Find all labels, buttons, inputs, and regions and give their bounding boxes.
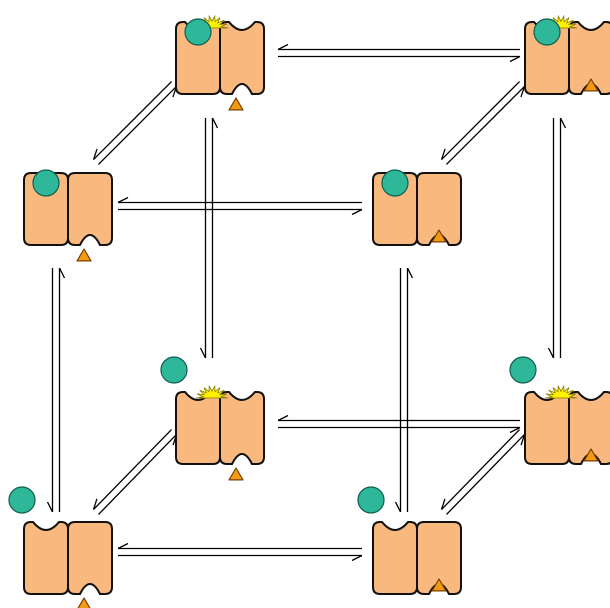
- small-ligand-icon: [76, 248, 92, 262]
- receptor-subunit-left: [23, 521, 69, 595]
- receptor-subunit-right: [219, 391, 265, 465]
- receptor-states: [8, 14, 610, 608]
- equilibrium-arrow: [394, 267, 414, 513]
- small-ligand-icon: [77, 597, 91, 608]
- equilibrium-arrow: [440, 81, 526, 165]
- receptor-subunit-right: [568, 391, 610, 465]
- equilibrium-arrow: [277, 43, 521, 63]
- receptor-subunit-left: [372, 521, 418, 595]
- equilibrium-arrow: [46, 267, 66, 513]
- ligand-circle-icon: [533, 18, 561, 46]
- receptor-state: [357, 486, 462, 595]
- small-ligand-icon: [583, 78, 599, 92]
- small-ligand-icon: [431, 229, 447, 243]
- activation-burst-icon: [544, 384, 578, 399]
- ligand-circle-icon: [381, 169, 409, 197]
- small-ligand-icon: [228, 467, 244, 481]
- receptor-state: [509, 356, 610, 465]
- small-ligand-icon: [431, 578, 447, 592]
- small-ligand-icon: [583, 448, 599, 462]
- receptor-subunit-left: [524, 391, 570, 465]
- receptor-subunit-right: [219, 21, 265, 95]
- ligand-circle-icon: [32, 169, 60, 197]
- ligand-circle-icon: [509, 356, 537, 384]
- receptor-subunit-right: [67, 172, 113, 246]
- receptor-state: [8, 486, 113, 608]
- receptor-state: [524, 14, 610, 95]
- equilibrium-arrow: [277, 414, 521, 434]
- ligand-circle-icon: [357, 486, 385, 514]
- ligand-circle-icon: [160, 356, 188, 384]
- equilibrium-arrow: [440, 429, 526, 515]
- receptor-subunit-right: [568, 21, 610, 95]
- equilibrium-arrows: [46, 43, 567, 562]
- receptor-subunit-left: [175, 391, 221, 465]
- receptor-state: [160, 356, 265, 481]
- equilibrium-arrow: [92, 429, 178, 515]
- activation-burst-icon: [195, 384, 229, 399]
- small-ligand-icon: [228, 97, 244, 111]
- equilibrium-arrow: [117, 542, 363, 562]
- receptor-subunit-right: [416, 521, 462, 595]
- receptor-subunit-right: [416, 172, 462, 246]
- ligand-circle-icon: [184, 18, 212, 46]
- equilibrium-arrow: [92, 81, 178, 165]
- receptor-state: [23, 169, 113, 262]
- receptor-subunit-right: [67, 521, 113, 595]
- receptor-state: [175, 14, 265, 111]
- equilibrium-arrow: [117, 196, 363, 216]
- ligand-circle-icon: [8, 486, 36, 514]
- receptor-state: [372, 169, 462, 246]
- equilibrium-arrow: [199, 117, 219, 359]
- equilibrium-arrow: [547, 117, 567, 359]
